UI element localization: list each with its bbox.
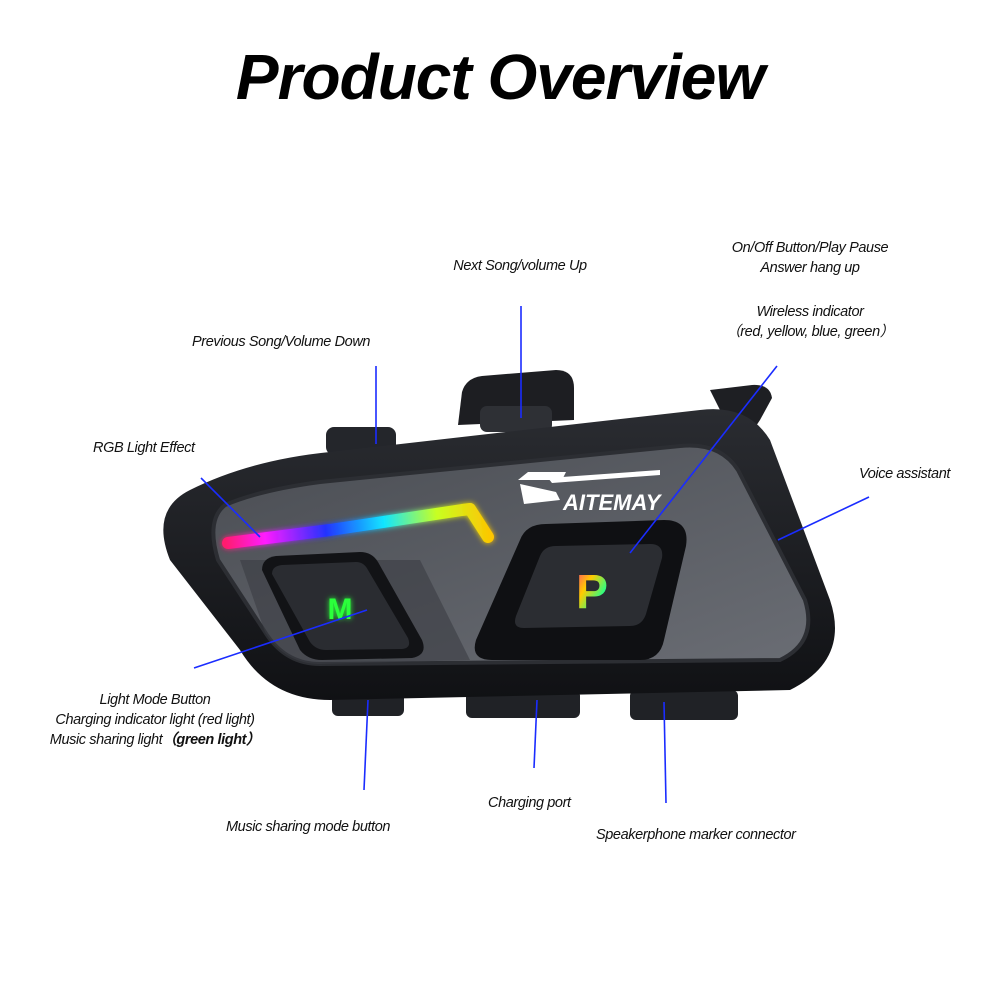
charging-port[interactable]	[466, 690, 580, 718]
label-light-mode-line1: Light Mode Button	[99, 692, 211, 708]
label-voice-assistant: Voice assistant	[859, 466, 950, 482]
label-light-mode-line2: Charging indicator light (red light)	[55, 712, 255, 728]
svg-text:AITEMAY: AITEMAY	[562, 490, 663, 515]
label-previous-song: Previous Song/Volume Down	[192, 334, 371, 350]
label-on-off-line1: On/Off Button/Play Pause	[731, 240, 889, 256]
m-glyph: M	[328, 593, 353, 626]
label-on-off: On/Off Button/Play Pause Answer hang up	[690, 238, 930, 278]
label-wireless-line2: （red, yellow, blue, green）	[726, 324, 894, 340]
p-glyph: P	[576, 566, 608, 619]
label-next-song: Next Song/volume Up	[453, 258, 587, 274]
light-mode-button[interactable]: M	[262, 552, 424, 660]
label-on-off-line2: Answer hang up	[760, 260, 860, 276]
label-wireless-line1: Wireless indicator	[756, 304, 864, 320]
brand-logo: AITEMAY	[518, 470, 663, 515]
speakerphone-connector[interactable]	[630, 690, 738, 720]
page-title: Product Overview	[235, 41, 765, 113]
label-wireless-indicator: Wireless indicator （red, yellow, blue, g…	[690, 302, 930, 342]
label-speakerphone: Speakerphone marker connector	[596, 827, 796, 843]
label-charging-port: Charging port	[488, 795, 571, 811]
rgb-light-strip	[222, 503, 494, 549]
leader-lines	[193, 306, 870, 804]
label-rgb-light: RGB Light Effect	[93, 440, 195, 456]
label-light-mode: Light Mode Button Charging indicator lig…	[10, 690, 300, 750]
label-music-sharing: Music sharing mode button	[226, 819, 391, 835]
power-play-button[interactable]: P	[474, 520, 687, 660]
label-light-mode-line3: Music sharing light（green light）	[49, 732, 261, 748]
top-clip	[458, 370, 574, 432]
